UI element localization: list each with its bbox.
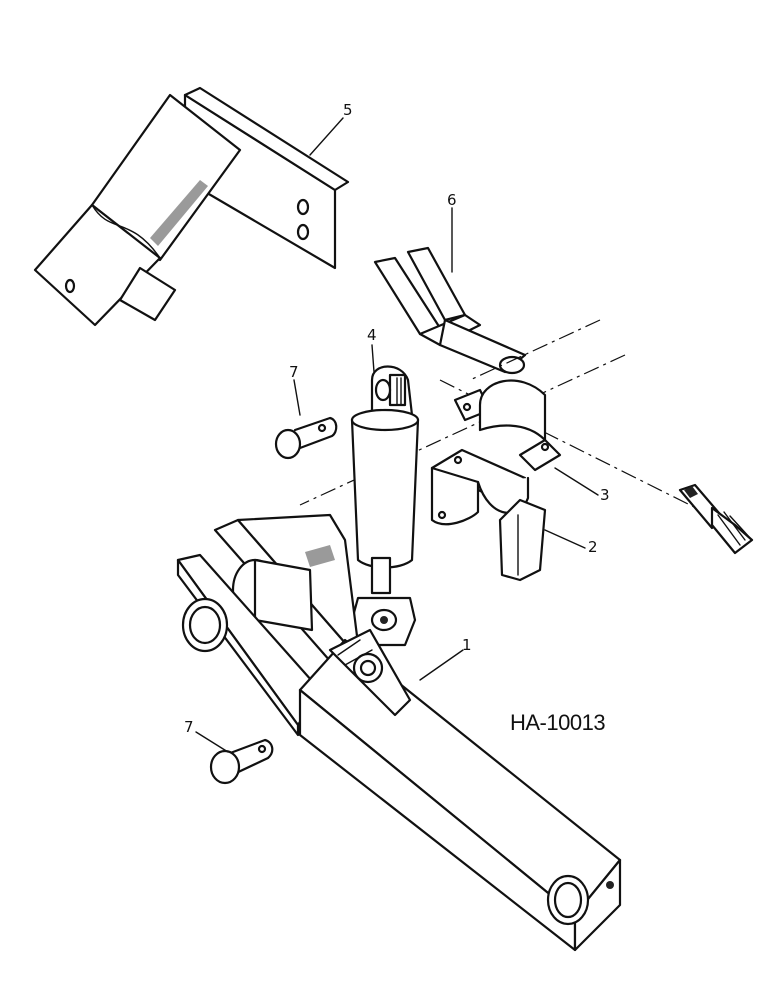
part-7-pin-lower xyxy=(209,738,274,785)
callout-4: 4 xyxy=(367,326,377,344)
callout-6: 6 xyxy=(447,191,457,209)
part-3-saddle xyxy=(478,379,547,442)
callout-7b: 7 xyxy=(184,718,194,736)
part-4-barrel xyxy=(350,412,420,569)
callout-5: 5 xyxy=(343,101,353,119)
part-2-lower-clamp xyxy=(430,448,547,582)
part-5-hole-foot xyxy=(64,278,76,294)
part-6-clevis xyxy=(373,246,527,375)
drawing-reference-code: HA-10013 xyxy=(510,710,605,735)
part-2-leg xyxy=(498,498,547,582)
callout-3: 3 xyxy=(600,486,610,504)
main-arm-beam-top xyxy=(298,638,622,917)
part-4-piston-rod xyxy=(370,556,392,595)
main-arm xyxy=(176,513,622,952)
leader-lines xyxy=(195,117,599,753)
part-3-upper-clamp xyxy=(453,379,562,472)
callout-2: 2 xyxy=(588,538,598,556)
part-5-bracket xyxy=(33,86,350,327)
part-4-cylinder xyxy=(350,365,420,647)
callout-1: 1 xyxy=(462,636,472,654)
part-7-pin-upper xyxy=(274,416,338,460)
callout-7a: 7 xyxy=(289,363,299,381)
clamp-bolt xyxy=(678,483,754,555)
part-5-hole-lower xyxy=(296,223,310,241)
part-5-hole-upper xyxy=(296,198,310,216)
